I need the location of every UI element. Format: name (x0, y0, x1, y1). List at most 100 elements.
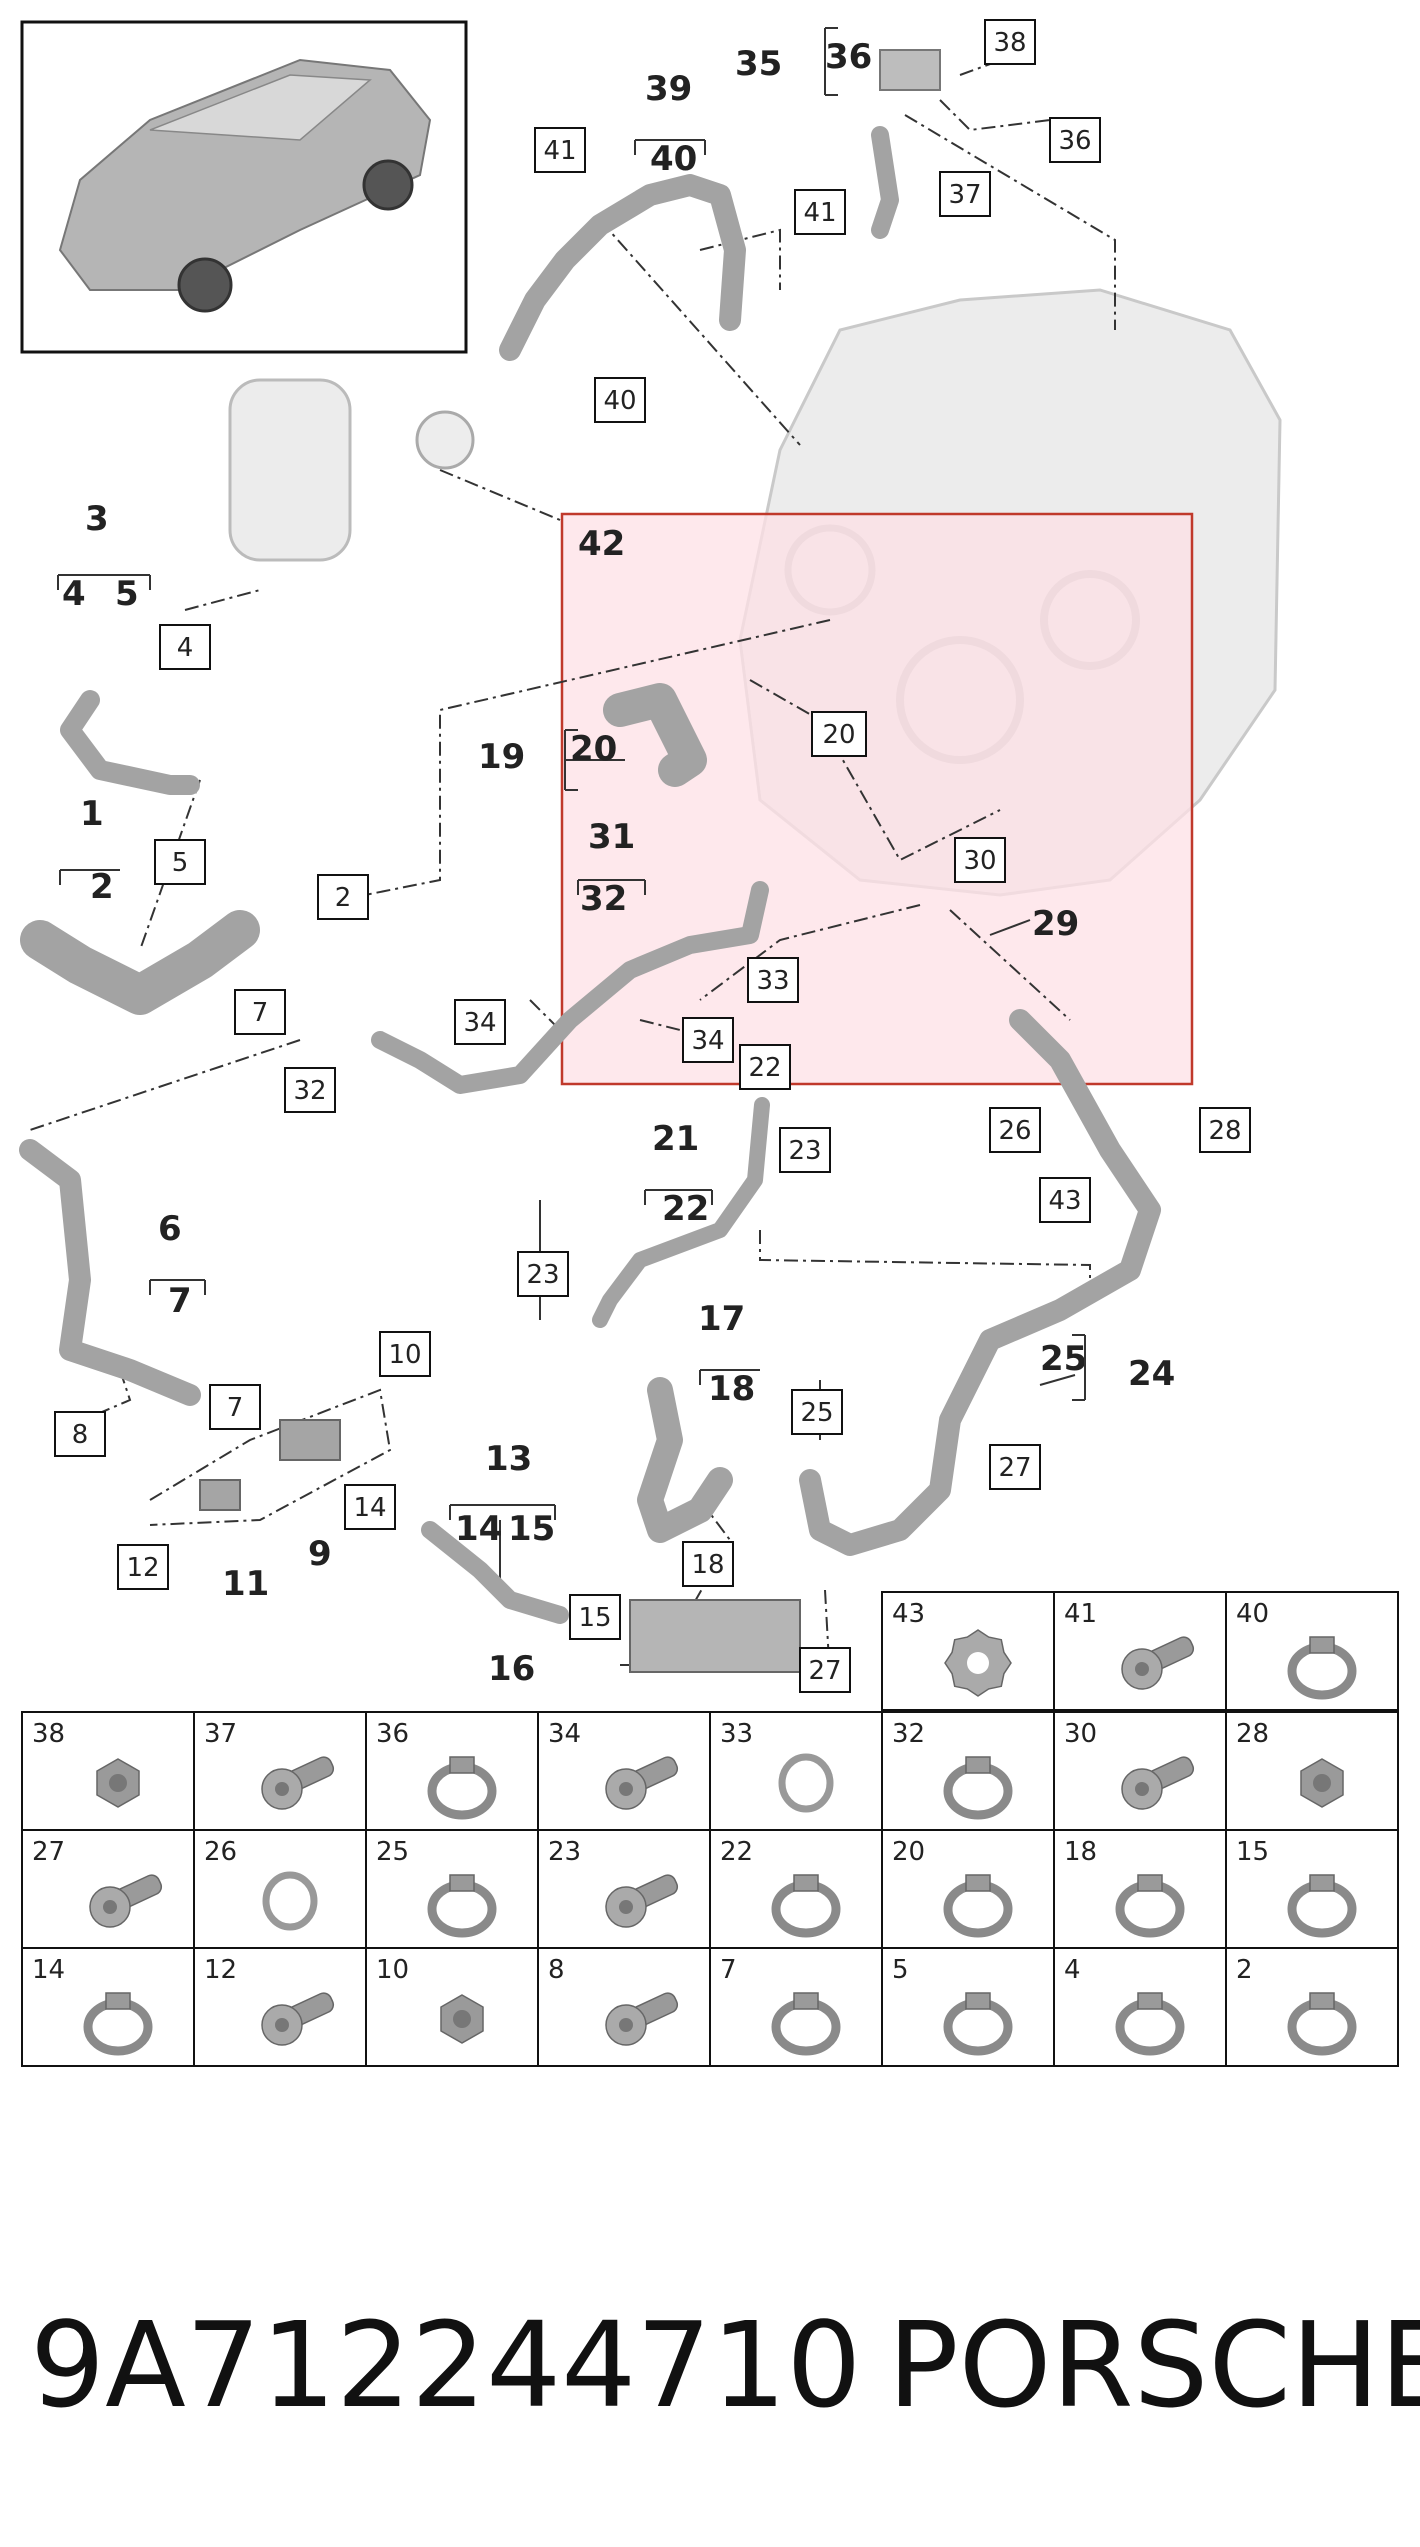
callout-29: 29 (1032, 904, 1079, 944)
parts-grid-cell-label: 20 (892, 1837, 925, 1867)
hose-32 (371, 881, 769, 1094)
svg-text:41: 41 (803, 198, 836, 228)
parts-grid-cell-label: 33 (720, 1719, 753, 1749)
hose-14 (421, 1521, 569, 1624)
svg-text:14: 14 (353, 1493, 386, 1523)
box-8: 8 (54, 1411, 106, 1457)
parts-grid-cell-label: 34 (548, 1719, 581, 1749)
box-27a: 27 (989, 1444, 1041, 1490)
parts-grid-cell: 12 (193, 1947, 367, 2067)
box-36: 36 (1049, 117, 1101, 163)
parts-grid-cell-label: 12 (204, 1955, 237, 1985)
callout-31: 31 (588, 817, 635, 857)
box-23a: 23 (779, 1127, 831, 1173)
callout-14: 14 (455, 1509, 502, 1549)
box-26: 26 (989, 1107, 1041, 1153)
callout-20: 20 (570, 729, 617, 769)
svg-text:27: 27 (808, 1656, 841, 1686)
callout-16: 16 (488, 1649, 535, 1689)
svg-text:38: 38 (993, 28, 1026, 58)
parts-grid-cell: 30 (1053, 1711, 1227, 1831)
svg-text:41: 41 (543, 136, 576, 166)
box-7b: 7 (209, 1384, 261, 1430)
svg-text:4: 4 (177, 633, 194, 663)
svg-text:18: 18 (691, 1550, 724, 1580)
valve-9 (279, 1419, 341, 1461)
group-brackets (57, 27, 1086, 1520)
box-28: 28 (1199, 1107, 1251, 1153)
parts-grid-cell-label: 22 (720, 1837, 753, 1867)
parts-grid-cell-label: 25 (376, 1837, 409, 1867)
box-4: 4 (159, 624, 211, 670)
box-14: 14 (344, 1484, 396, 1530)
svg-text:28: 28 (1208, 1116, 1241, 1146)
callout-36: 36 (825, 37, 872, 77)
callout-18: 18 (708, 1369, 755, 1409)
parts-grid-cell: 5 (881, 1947, 1055, 2067)
callout-4: 4 (62, 574, 86, 614)
box-41b: 41 (794, 189, 846, 235)
svg-text:8: 8 (72, 1420, 89, 1450)
callout-1: 1 (80, 794, 104, 834)
svg-text:36: 36 (1058, 126, 1091, 156)
parts-grid-cell-label: 10 (376, 1955, 409, 1985)
box-18: 18 (682, 1541, 734, 1587)
box-32: 32 (284, 1067, 336, 1113)
parts-grid-cell: 22 (709, 1829, 883, 1949)
hose-upper (499, 174, 746, 361)
svg-text:40: 40 (603, 386, 636, 416)
svg-text:26: 26 (998, 1116, 1031, 1146)
box-2: 2 (317, 874, 369, 920)
svg-text:33: 33 (756, 966, 789, 996)
box-7a: 7 (234, 989, 286, 1035)
connector-36 (879, 49, 941, 91)
callout-35: 35 (735, 44, 782, 84)
svg-text:25: 25 (800, 1398, 833, 1428)
parts-grid-cell-label: 28 (1236, 1719, 1269, 1749)
parts-grid-cell: 2 (1225, 1947, 1399, 2067)
callout-22: 22 (662, 1189, 709, 1229)
part-number: 9A712244710 (30, 2296, 862, 2434)
callout-9: 9 (308, 1534, 332, 1574)
parts-grid-cell: 37 (193, 1711, 367, 1831)
box-34b: 34 (682, 1017, 734, 1063)
svg-text:10: 10 (388, 1340, 421, 1370)
bracket-11 (199, 1479, 241, 1511)
parts-grid-cell-label: 43 (892, 1599, 925, 1629)
hose-22 (592, 1097, 770, 1328)
parts-grid-cell: 7 (709, 1947, 883, 2067)
svg-text:32: 32 (293, 1076, 326, 1106)
reservoir-tank (228, 378, 352, 562)
bold-callouts: 35 36 39 40 42 19 20 3 4 5 1 2 31 32 29 … (62, 37, 1175, 1689)
box-5: 5 (154, 839, 206, 885)
parts-grid-cell-label: 14 (32, 1955, 65, 1985)
parts-grid-cell-label: 5 (892, 1955, 909, 1985)
car-silhouette-icon (58, 58, 432, 313)
box-20: 20 (811, 711, 867, 757)
parts-grid-cell: 25 (365, 1829, 539, 1949)
callout-7: 7 (168, 1281, 192, 1321)
box-27b: 27 (799, 1647, 851, 1693)
parts-grid-cell: 43 (881, 1591, 1055, 1711)
parts-grid-cell: 10 (365, 1947, 539, 2067)
svg-text:23: 23 (526, 1260, 559, 1290)
hose-4 (60, 690, 200, 795)
box-22: 22 (739, 1044, 791, 1090)
hose-components (19, 126, 1161, 1624)
parts-grid-cell-label: 23 (548, 1837, 581, 1867)
svg-text:7: 7 (252, 998, 269, 1028)
callout-5: 5 (115, 574, 139, 614)
parts-grid-cell-label: 40 (1236, 1599, 1269, 1629)
parts-grid-cell-label: 30 (1064, 1719, 1097, 1749)
parts-grid-cell: 40 (1225, 1591, 1399, 1711)
parts-grid-cell-label: 27 (32, 1837, 65, 1867)
box-30: 30 (954, 837, 1006, 883)
hose-20 (603, 683, 707, 787)
svg-text:12: 12 (126, 1553, 159, 1583)
parts-grid-cell: 20 (881, 1829, 1055, 1949)
box-43: 43 (1039, 1177, 1091, 1223)
callout-40: 40 (650, 139, 697, 179)
callout-17: 17 (698, 1299, 745, 1339)
svg-text:43: 43 (1048, 1186, 1081, 1216)
